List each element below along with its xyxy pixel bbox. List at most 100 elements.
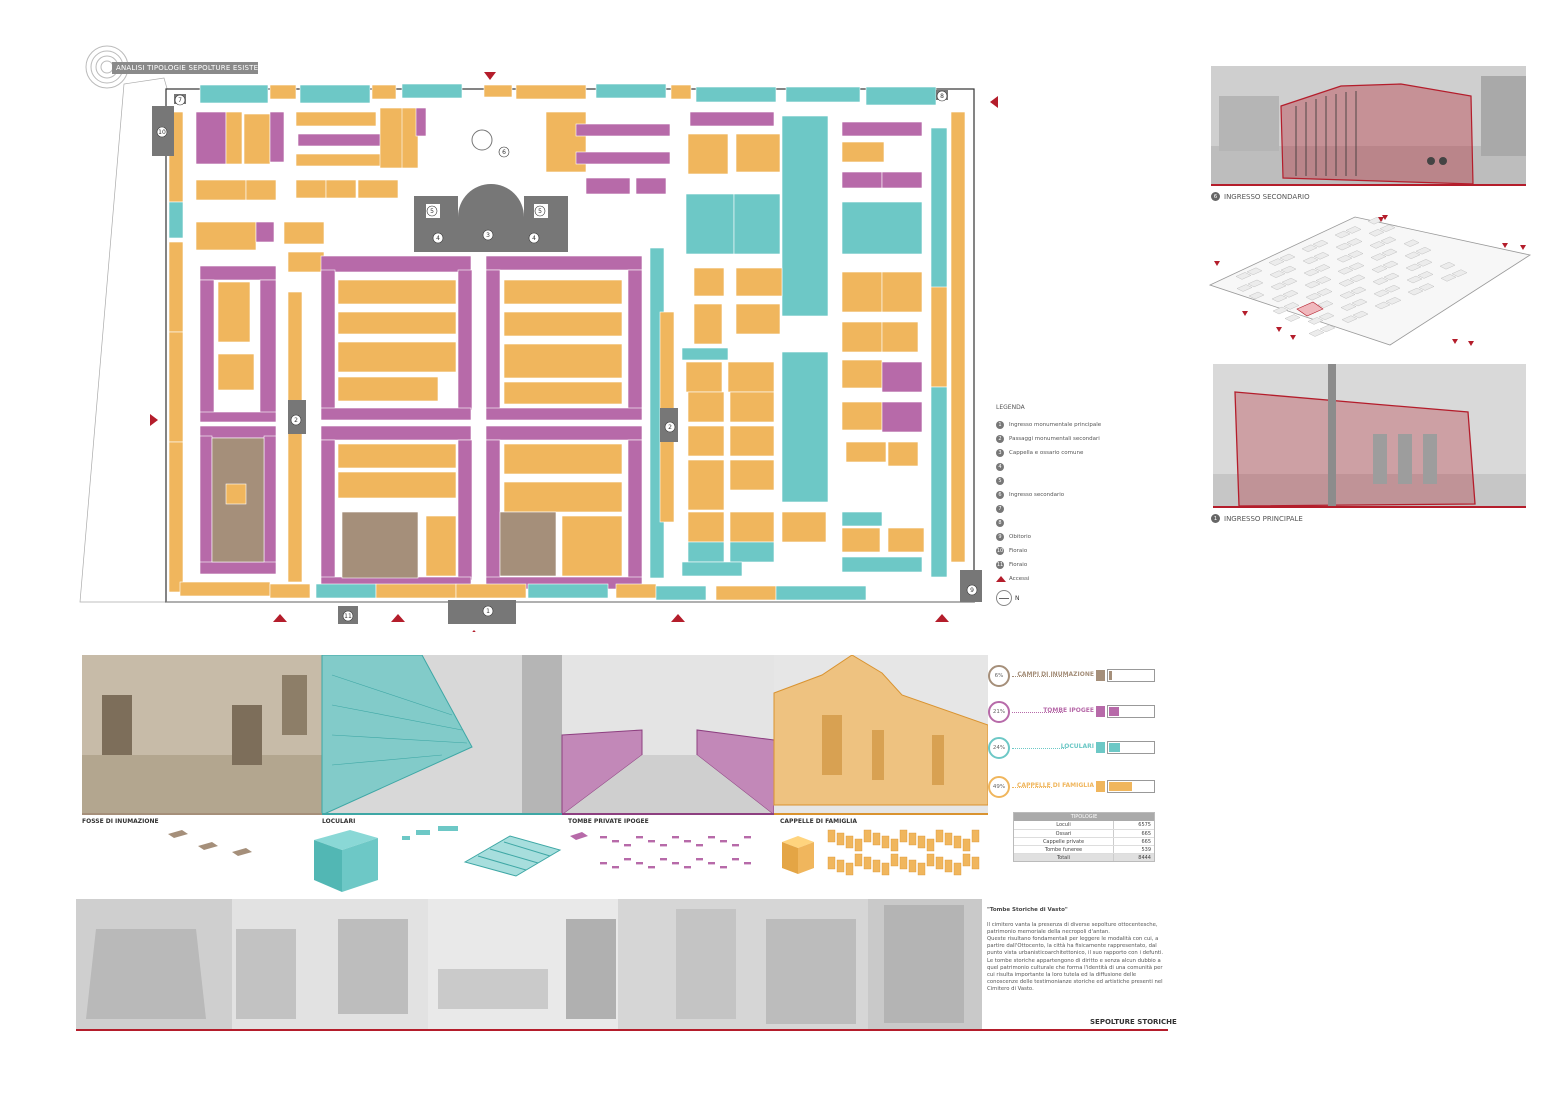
historic-title: "Tombe Storiche di Vasto" (987, 907, 1068, 913)
chapel-piece (944, 859, 953, 873)
chapel-piece (872, 859, 881, 873)
stat-percent: 24% (988, 737, 1010, 759)
plan-marker: 5 (534, 205, 546, 217)
axo-block (1379, 224, 1396, 232)
hypogeum-piece (696, 844, 703, 847)
plan-block (775, 585, 867, 601)
table-total-name: Totali (1014, 854, 1114, 861)
plan-block (375, 583, 457, 599)
plan-block (841, 271, 883, 313)
axo-block (1381, 248, 1398, 257)
chapel-piece (944, 832, 953, 846)
historic-paragraph: Le tombe storiche appartengono di diritt… (987, 957, 1163, 992)
photo-secondary-entrance (1211, 66, 1526, 186)
axo-block (1368, 229, 1385, 237)
plan-block (503, 381, 623, 405)
axo-block (1336, 254, 1353, 263)
plan-block (485, 425, 643, 441)
stat-percent: 6% (988, 665, 1010, 687)
historic-tombs-photos (76, 899, 982, 1030)
stat-row: 49%CAPPELLE DI FAMIGLIA (988, 776, 1168, 802)
chapel-piece (917, 835, 926, 849)
stat-bar (1107, 741, 1155, 754)
hypogeum-piece (720, 866, 727, 869)
plan-block (217, 281, 251, 343)
axo-block (1370, 253, 1387, 261)
plan-marker-circle (664, 421, 676, 433)
plan-block (615, 583, 657, 599)
hypogeum-piece (660, 858, 667, 861)
hypogeum-piece (636, 836, 643, 839)
stat-row: 21%TOMBE IPOGEE (988, 701, 1168, 727)
stat-bar (1107, 780, 1155, 793)
plan-block (585, 177, 631, 195)
stat-leader (1012, 712, 1063, 713)
hypogeum-piece (612, 840, 619, 843)
axo-block (1348, 262, 1365, 270)
plan-block (841, 321, 883, 353)
hypogeum-piece (744, 836, 751, 839)
plan-block (685, 193, 735, 255)
plan-block (485, 269, 501, 411)
plan-marker-circle (966, 584, 978, 596)
plan-block (595, 83, 667, 99)
axo-arrow (1214, 261, 1220, 266)
axo-block (1281, 277, 1298, 286)
chapel-piece (953, 862, 962, 876)
plan-block (727, 361, 775, 393)
access-triangle (150, 414, 158, 426)
north-arrow: N (996, 590, 1146, 606)
axo-block (1282, 290, 1299, 298)
table-header: TIPOLOGIE (1014, 813, 1154, 821)
plan-block (687, 541, 725, 563)
plan-block (681, 561, 743, 577)
stat-swatch (1096, 781, 1105, 792)
axo-block (1318, 312, 1335, 321)
chapel-piece (971, 856, 980, 870)
plan-block (320, 269, 336, 411)
hypogeum-piece (744, 862, 751, 865)
legend-number: 11 (996, 561, 1004, 569)
plan-block (841, 141, 885, 163)
plan-block (715, 585, 777, 601)
axo-block (1403, 239, 1420, 247)
legend-access: Accessi (996, 572, 1146, 586)
chapel-piece (881, 835, 890, 849)
legend-number: 6 (996, 491, 1004, 499)
plan-block (841, 171, 883, 189)
axo-block (1440, 274, 1457, 282)
plan-block (337, 443, 457, 469)
axo-block (1314, 264, 1331, 272)
historic-text: "Tombe Storiche di Vasto" Il cimitero va… (987, 907, 1165, 993)
chapel-piece (926, 838, 935, 852)
legend-number: 7 (996, 505, 1004, 513)
hypogeum-piece (720, 840, 727, 843)
legend-label: Passaggi monumentali secondari (1009, 436, 1100, 442)
axo-block (1416, 259, 1433, 267)
plan-block (341, 511, 419, 579)
north-label: N (1015, 594, 1020, 602)
hypogeum-piece (732, 858, 739, 861)
axo-block (1271, 294, 1288, 303)
plan-block (681, 347, 729, 361)
plan-block (283, 221, 325, 245)
axo-block (1248, 291, 1265, 300)
axo-arrow (1276, 327, 1282, 332)
table-cell-value: 539 (1141, 847, 1151, 853)
axo-block (1235, 272, 1252, 280)
stat-fill (1109, 707, 1119, 716)
chapel-piece (854, 853, 863, 867)
stat-label: CAMPI DI INUMAZIONE (1017, 671, 1094, 678)
typology-photos (82, 655, 988, 815)
axo-arrow (1290, 335, 1296, 340)
hypogeum-piece (624, 858, 631, 861)
plan-block (357, 179, 399, 199)
axo-block (1407, 287, 1424, 296)
axo-arrow (1452, 339, 1458, 344)
axo-block (1270, 282, 1287, 291)
axo-block (1317, 300, 1334, 308)
plan-block (168, 331, 184, 443)
access-triangle (484, 72, 496, 80)
